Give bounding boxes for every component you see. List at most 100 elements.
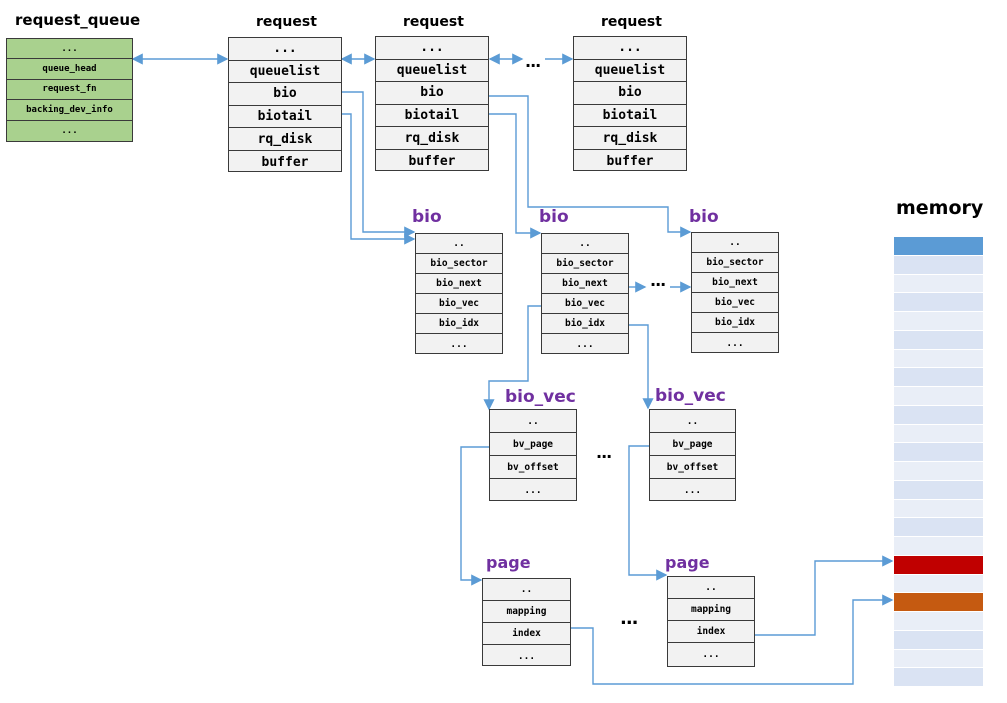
memory-cell (894, 462, 983, 481)
field-bio-vec: bio_vec (692, 293, 778, 313)
connector-page2-memory (754, 555, 894, 636)
field-row: ... (576, 338, 594, 350)
field-queue-head: queue_head (7, 59, 132, 80)
field-row: ... (683, 485, 702, 496)
memory-cell (894, 518, 983, 537)
bio-struct-2: .. bio_sector bio_next bio_vec bio_idx .… (541, 233, 629, 354)
field-bio: bio (229, 83, 341, 106)
field-row: ... (517, 650, 536, 662)
memory-cell (894, 555, 983, 575)
field-buffer: buffer (408, 153, 456, 169)
field-buffer: buffer (606, 153, 654, 169)
page-struct-1: .. mapping index ... (482, 578, 571, 666)
request-title: request (403, 14, 464, 30)
field-bio-next: bio_next (692, 273, 778, 293)
field-bio: bio (376, 82, 488, 105)
field-bio-idx: bio_idx (416, 314, 502, 334)
field-bv-offset: bv_offset (650, 456, 735, 479)
request-title: request (601, 14, 662, 30)
field-index: index (483, 623, 570, 645)
memory-cell (894, 630, 983, 650)
connector-req2-bio (489, 95, 692, 238)
field-biotail: biotail (229, 106, 341, 129)
field-row: ... (376, 37, 488, 60)
field-queuelist: queuelist (376, 60, 488, 83)
field-row: ... (524, 485, 542, 496)
memory-cell (894, 237, 983, 256)
memory-cell (894, 405, 983, 425)
field-buffer: buffer (261, 154, 309, 170)
page-ellipsis: ... (620, 608, 638, 629)
field-row: .. (483, 579, 570, 601)
field-bio-sector: bio_sector (416, 254, 502, 274)
memory-cell (894, 593, 983, 612)
field-bv-offset: bv_offset (490, 456, 576, 479)
field-biotail: biotail (574, 105, 686, 128)
connector-page1-memory (571, 594, 894, 685)
memory-cell (894, 312, 983, 331)
bio-title: bio (539, 207, 569, 227)
field-mapping: mapping (483, 601, 570, 623)
field-bv-page: bv_page (490, 433, 576, 456)
connector-biovec2-page (628, 445, 668, 581)
field-row: .. (692, 233, 778, 253)
field-bio-next: bio_next (416, 274, 502, 294)
field-row: ... (61, 125, 78, 136)
memory-cell (894, 330, 983, 350)
memory-cell (894, 499, 983, 519)
request-title: request (256, 14, 317, 30)
request-ellipsis: ... (525, 52, 541, 71)
bio-struct-1: .. bio_sector bio_next bio_vec bio_idx .… (415, 233, 503, 354)
field-row: ... (702, 648, 720, 660)
field-row: ... (229, 38, 341, 61)
memory-cell (894, 443, 983, 462)
bio-vec-ellipsis: ... (596, 443, 612, 462)
field-mapping: mapping (668, 599, 754, 621)
memory-cell (894, 480, 983, 500)
request-queue-title: request_queue (15, 11, 141, 29)
connector-biovec1-page (460, 446, 489, 586)
memory-cell (894, 387, 983, 406)
request-struct-1: ... queuelist bio biotail rq_disk buffer (228, 37, 342, 172)
memory-cell (894, 424, 983, 444)
field-queuelist: queuelist (229, 61, 341, 84)
field-bio: bio (574, 82, 686, 105)
connector-bio2-bioidx (629, 324, 654, 410)
memory-cell (894, 612, 983, 631)
memory-cell (894, 574, 983, 594)
field-bio-vec: bio_vec (416, 294, 502, 314)
memory-column (894, 237, 983, 687)
field-bio-idx: bio_idx (692, 313, 778, 333)
field-biotail: biotail (376, 105, 488, 128)
bio-title: bio (412, 207, 442, 227)
field-bio-vec: bio_vec (542, 294, 628, 314)
field-row: .. (650, 410, 735, 433)
bio-ellipsis: ... (650, 271, 666, 290)
field-queuelist: queuelist (574, 60, 686, 83)
field-row: .. (542, 234, 628, 254)
field-backing-dev-info: backing_dev_info (7, 100, 132, 121)
bio-vec-struct-2: .. bv_page bv_offset ... (649, 409, 736, 501)
field-row: ... (7, 39, 132, 60)
connector-req1-bio (342, 91, 416, 238)
memory-cell (894, 649, 983, 669)
memory-cell (894, 668, 983, 687)
bio-vec-title: bio_vec (655, 386, 726, 406)
bio-vec-title: bio_vec (505, 387, 576, 407)
memory-cell (894, 368, 983, 387)
connector-req1-biotail (342, 113, 416, 245)
bio-vec-struct-1: .. bv_page bv_offset ... (489, 409, 577, 501)
field-request-fn: request_fn (7, 80, 132, 101)
request-struct-2: ... queuelist bio biotail rq_disk buffer (375, 36, 489, 171)
field-rq-disk: rq_disk (376, 127, 488, 150)
connector-req2-biotail (489, 113, 542, 239)
memory-cell (894, 255, 983, 275)
field-row: .. (490, 410, 576, 433)
page-title: page (486, 553, 531, 572)
field-rq-disk: rq_disk (574, 127, 686, 150)
memory-cell (894, 293, 983, 312)
field-row: .. (416, 234, 502, 254)
field-row: ... (574, 37, 686, 60)
field-index: index (668, 621, 754, 643)
